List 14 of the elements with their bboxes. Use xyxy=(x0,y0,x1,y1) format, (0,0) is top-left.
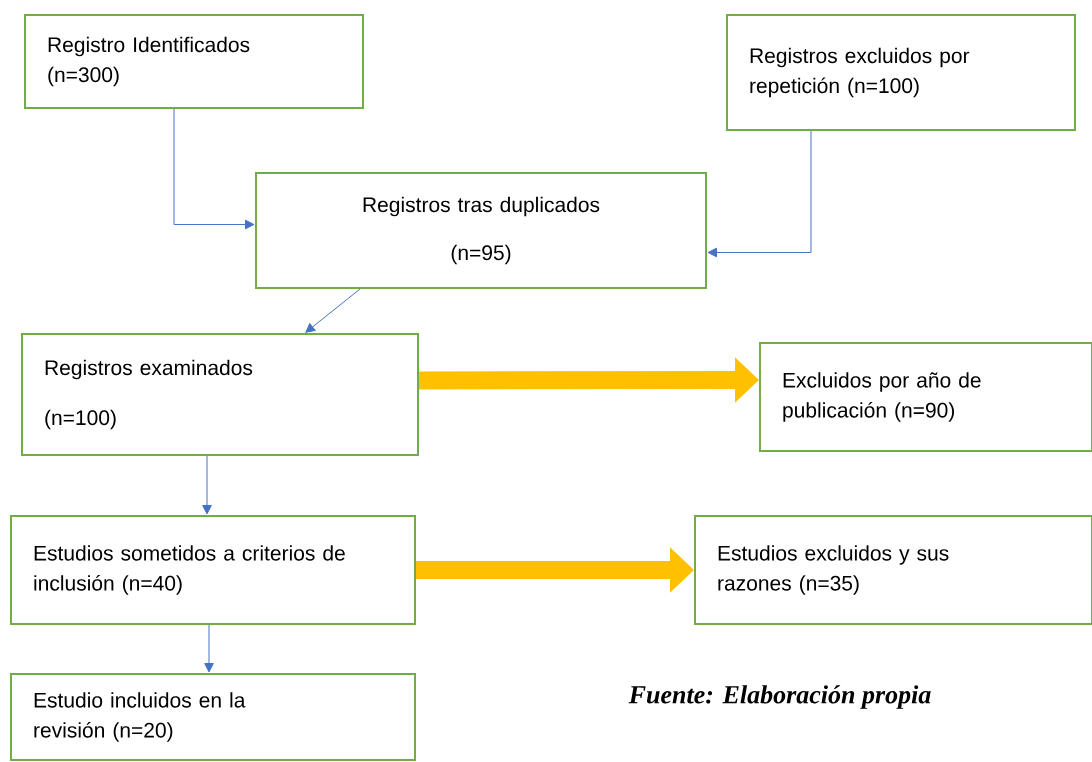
arrow xyxy=(173,108,255,230)
process-box: Registros examinados (n=100) xyxy=(21,333,419,456)
arrow xyxy=(204,624,214,673)
arrow xyxy=(707,130,812,258)
arrow xyxy=(305,288,361,333)
process-box: Estudio incluidos en la revisión (n=20) xyxy=(10,673,416,761)
process-box: Registro Identificados (n=300) xyxy=(24,14,364,109)
process-box: Registros excluidos por repetición (n=100) xyxy=(726,14,1076,131)
caption: Fuente: Elaboración propia xyxy=(628,685,931,709)
process-box: Estudios sometidos a criterios de inclusión (n=40) xyxy=(10,515,416,625)
process-box: Registros tras duplicados (n=95) xyxy=(255,172,707,289)
process-box: Excluidos por año de publicación (n=90) xyxy=(759,342,1092,452)
arrow xyxy=(202,455,212,515)
process-box: Estudios excluidos y sus razones (n=35) xyxy=(694,515,1092,625)
